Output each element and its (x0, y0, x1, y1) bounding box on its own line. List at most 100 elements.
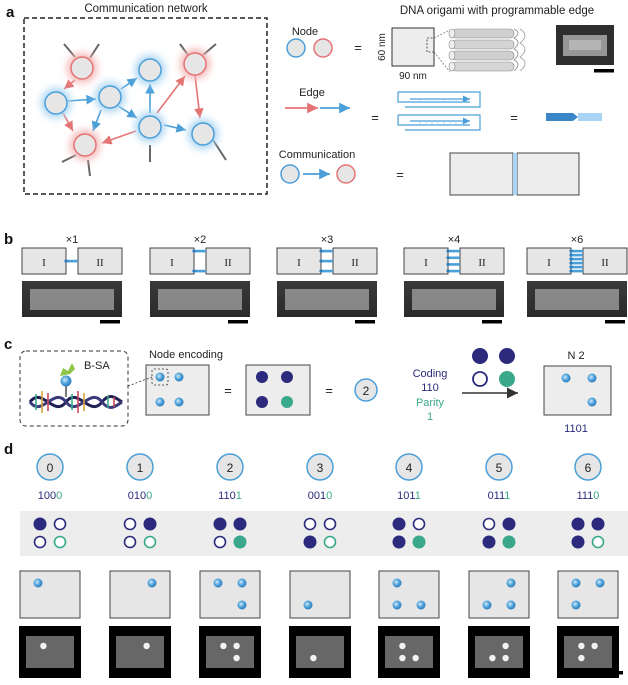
node-circle (306, 453, 334, 481)
panel-c-letter: c (4, 336, 12, 353)
edge-link-end (192, 269, 196, 273)
encoding-balls (155, 372, 184, 407)
edge-link-end (446, 256, 450, 260)
edge-link (194, 249, 206, 253)
node-code: 0100 (128, 490, 152, 502)
edge-link (448, 269, 460, 273)
node-schematic (109, 570, 171, 619)
afm-scale-bar (355, 320, 375, 324)
node-afm-structure (26, 636, 74, 668)
result-origami (543, 365, 612, 416)
node-schematic (199, 570, 261, 619)
streptavidin-ball (237, 578, 247, 588)
streptavidin-ball (33, 578, 43, 588)
afm-structure (158, 289, 242, 310)
edge-link-end (569, 253, 573, 257)
edge-zoom-marker (426, 37, 435, 53)
edge-link-end (569, 265, 573, 269)
node-circle (36, 453, 64, 481)
edge-link-end (319, 249, 323, 253)
code-dot-empty (323, 535, 337, 549)
afm-spot (143, 642, 150, 650)
code-dot-filled (303, 535, 317, 549)
node-code-data: 100 (38, 490, 56, 502)
node-code: 0111 (488, 490, 511, 502)
node-equals: = (354, 40, 362, 55)
code-dot-empty (53, 535, 67, 549)
code-dot-empty (123, 517, 137, 531)
origami-I (403, 247, 449, 275)
afm-structure (285, 289, 369, 310)
multiplicity-label: ×3 (321, 234, 334, 246)
result-balls (561, 373, 597, 407)
node-circle (216, 453, 244, 481)
communication-label: Communication (279, 149, 355, 161)
origami-I-label: I (547, 257, 551, 269)
node-label: Node (292, 26, 318, 38)
afm-scale-bar (100, 320, 120, 324)
edge-link-end (192, 249, 196, 253)
panel-a-letter: a (6, 4, 15, 21)
comm-equals: = (396, 167, 404, 182)
edge-link-end (319, 259, 323, 263)
multiplicity-label: ×6 (571, 234, 584, 246)
multiplicity-label: ×1 (66, 234, 79, 246)
code-dot-empty (33, 535, 47, 549)
edge-link (194, 269, 206, 273)
edge-link-end (569, 257, 573, 261)
node-code: 1110 (577, 490, 600, 502)
edge-link (571, 269, 583, 273)
afm-scale-bar (228, 320, 248, 324)
bsa-zoom-box (19, 350, 129, 427)
node-code-data: 111 (577, 490, 594, 502)
origami-I-label: I (424, 257, 428, 269)
scale-bar (594, 69, 614, 73)
node-number: 4 (406, 461, 413, 475)
edge-bar-symbol (546, 113, 602, 121)
node-code-parity: 1 (236, 490, 242, 502)
edge-strand-schematic (397, 91, 481, 131)
encoded-node-number: 2 (363, 384, 370, 398)
node-schematic (289, 570, 351, 619)
origami-II (332, 247, 378, 275)
edge-link (321, 269, 333, 273)
edge-link-end (446, 262, 450, 266)
node-afm-structure (564, 636, 612, 668)
code-dot-filled (143, 517, 157, 531)
origami-II-label: II (351, 257, 359, 269)
code-dot-filled (233, 535, 247, 549)
code-dot-filled (591, 517, 605, 531)
node-number: 3 (317, 461, 324, 475)
node-code-parity: 0 (326, 490, 332, 502)
node-code-parity: 0 (56, 490, 62, 502)
encoding-zoom-marker (151, 368, 169, 386)
edge-link (571, 249, 583, 253)
streptavidin-ball (303, 600, 313, 610)
afm-spot (502, 654, 509, 662)
dim-height: 60 nm (377, 33, 388, 61)
code-dot-filled (502, 517, 516, 531)
code-dot-filled (482, 535, 496, 549)
afm-spot (399, 654, 406, 662)
node-code-data: 010 (128, 490, 146, 502)
helix-bundle-icon (433, 28, 526, 73)
origami-rect (391, 27, 435, 67)
streptavidin-ball (506, 578, 516, 588)
bsa-label: B-SA (84, 360, 110, 372)
dim-width: 90 nm (399, 71, 427, 82)
node-code-parity: 0 (593, 490, 599, 502)
edge-link-end (319, 269, 323, 273)
streptavidin-ball (213, 578, 223, 588)
edge-link (448, 256, 460, 260)
edge-link (321, 259, 333, 263)
node-icon-red (313, 38, 333, 58)
edge-link (571, 261, 583, 265)
parity-value: 1 (427, 411, 433, 423)
